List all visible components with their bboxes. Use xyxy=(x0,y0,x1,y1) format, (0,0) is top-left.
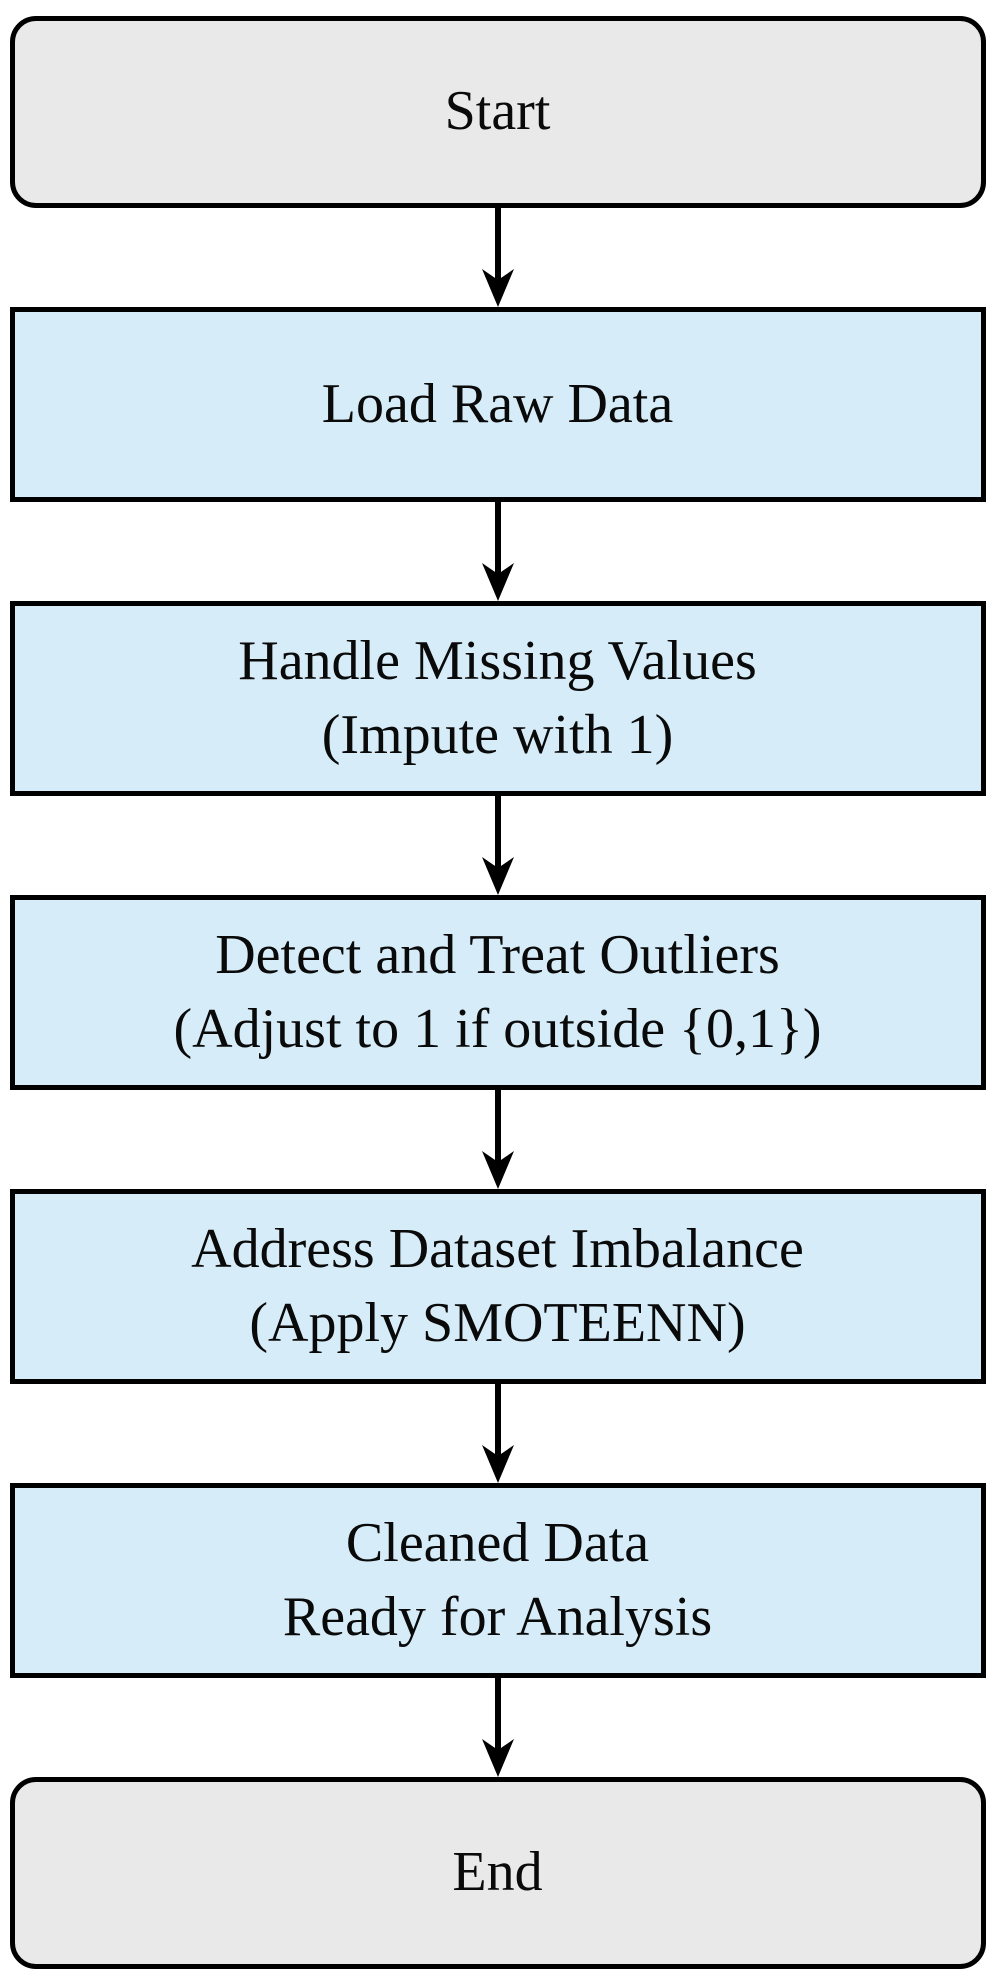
node-label-line1: Handle Missing Values xyxy=(238,629,757,692)
arrow-outliers-to-imbalance xyxy=(481,1090,514,1189)
node-start: Start xyxy=(9,16,986,208)
node-handle-missing-values: Handle Missing Values (Impute with 1) xyxy=(9,601,986,796)
arrow-imbalance-to-cleaned xyxy=(481,1384,514,1483)
node-label: Start xyxy=(444,80,551,143)
node-end: End xyxy=(9,1777,986,1969)
node-cleaned-data-ready: Cleaned Data Ready for Analysis xyxy=(9,1483,986,1678)
node-label-line2: Ready for Analysis xyxy=(282,1585,713,1648)
node-label-line2: (Apply SMOTEENN) xyxy=(249,1291,746,1354)
node-label-line2: (Adjust to 1 if outside {0,1}) xyxy=(173,997,822,1060)
node-label-line1: Address Dataset Imbalance xyxy=(191,1217,804,1280)
node-address-dataset-imbalance: Address Dataset Imbalance (Apply SMOTEEN… xyxy=(9,1189,986,1384)
node-label-line1: Cleaned Data xyxy=(345,1511,650,1574)
node-load-raw-data: Load Raw Data xyxy=(9,307,986,502)
arrow-missing-to-outliers xyxy=(481,796,514,895)
node-detect-and-treat-outliers: Detect and Treat Outliers (Adjust to 1 i… xyxy=(9,895,986,1090)
arrow-start-to-load xyxy=(481,208,514,307)
arrow-cleaned-to-end xyxy=(481,1678,514,1777)
node-label: End xyxy=(452,1841,543,1904)
node-label-line1: Detect and Treat Outliers xyxy=(215,923,780,986)
node-label-line2: (Impute with 1) xyxy=(321,703,674,766)
arrow-load-to-missing xyxy=(481,502,514,601)
node-label: Load Raw Data xyxy=(321,372,674,435)
